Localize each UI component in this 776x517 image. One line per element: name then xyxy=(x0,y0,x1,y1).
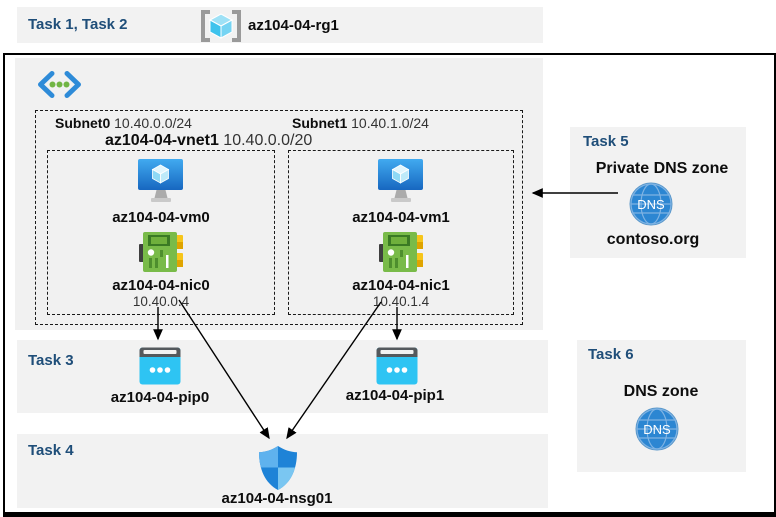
task4-band: Task 4 az104-04-nsg01 xyxy=(17,434,548,508)
dns-zone-icon: DNS xyxy=(635,407,679,451)
subnet1-cidr: 10.40.1.0/24 xyxy=(351,115,429,131)
task5-label: Task 5 xyxy=(583,133,629,150)
pip0-name: az104-04-pip0 xyxy=(110,389,210,406)
pip1-name: az104-04-pip1 xyxy=(345,387,445,404)
task6-label: Task 6 xyxy=(588,346,634,363)
pip1-icon xyxy=(376,347,418,385)
nic0-name: az104-04-nic0 xyxy=(112,277,210,294)
vnet-name: az104-04-vnet1 xyxy=(105,132,219,149)
nic0-ip: 10.40.0.4 xyxy=(132,294,190,309)
subnet0-box: az104-04-vm0 az104-04-nic0 10.40.0.4 xyxy=(47,150,275,315)
task6-title: DNS zone xyxy=(623,383,699,400)
task12-label: Task 1, Task 2 xyxy=(28,16,128,33)
task12-band: Task 1, Task 2 az104-04-rg1 xyxy=(17,7,543,43)
resource-group-name: az104-04-rg1 xyxy=(248,17,339,34)
vm0-icon xyxy=(138,159,183,202)
task4-label: Task 4 xyxy=(28,442,74,459)
nic0-icon xyxy=(139,232,183,272)
subnet1-box: az104-04-vm1 az104-04-nic1 10.40.1.4 xyxy=(288,150,514,315)
pip0-icon xyxy=(139,347,181,385)
vnet-header: az104-04-vnet1 10.40.0.0/20 xyxy=(105,132,312,150)
dns-icon-text: DNS xyxy=(643,422,671,437)
task3-label: Task 3 xyxy=(28,352,74,369)
task5-title: Private DNS zone xyxy=(595,160,729,177)
vnet-cidr: 10.40.0.0/20 xyxy=(223,132,313,149)
vm0-name: az104-04-vm0 xyxy=(112,209,210,226)
vnet-box: az104-04-vnet1 10.40.0.0/20 Subnet0 10.4… xyxy=(15,58,543,330)
nsg-shield-icon xyxy=(259,446,297,490)
subnet1-label: Subnet1 10.40.1.0/24 xyxy=(292,115,429,131)
task6-box: Task 6 DNS zone DNS xyxy=(577,340,746,472)
dns-icon-text: DNS xyxy=(637,197,665,212)
subnet1-name: Subnet1 xyxy=(292,115,348,131)
vm1-icon xyxy=(378,159,423,202)
nic1-icon xyxy=(379,232,423,272)
task5-zone-name: contoso.org xyxy=(606,231,700,248)
subnet0-label: Subnet0 10.40.0.0/24 xyxy=(55,115,192,131)
resource-group-icon xyxy=(201,10,241,42)
nsg-name: az104-04-nsg01 xyxy=(221,490,333,507)
subnets-container xyxy=(35,110,523,325)
subnet0-cidr: 10.40.0.0/24 xyxy=(114,115,192,131)
task3-band: Task 3 az104-04-pip0 az104-04-pip1 xyxy=(17,340,548,413)
virtual-network-icon xyxy=(38,71,81,98)
subnet0-name: Subnet0 xyxy=(55,115,111,131)
task5-box: Task 5 Private DNS zone DNS contoso.org xyxy=(570,127,746,258)
vm1-name: az104-04-vm1 xyxy=(352,209,450,226)
nic1-ip: 10.40.1.4 xyxy=(372,294,430,309)
private-dns-zone-icon: DNS xyxy=(629,182,673,226)
nic1-name: az104-04-nic1 xyxy=(352,277,450,294)
